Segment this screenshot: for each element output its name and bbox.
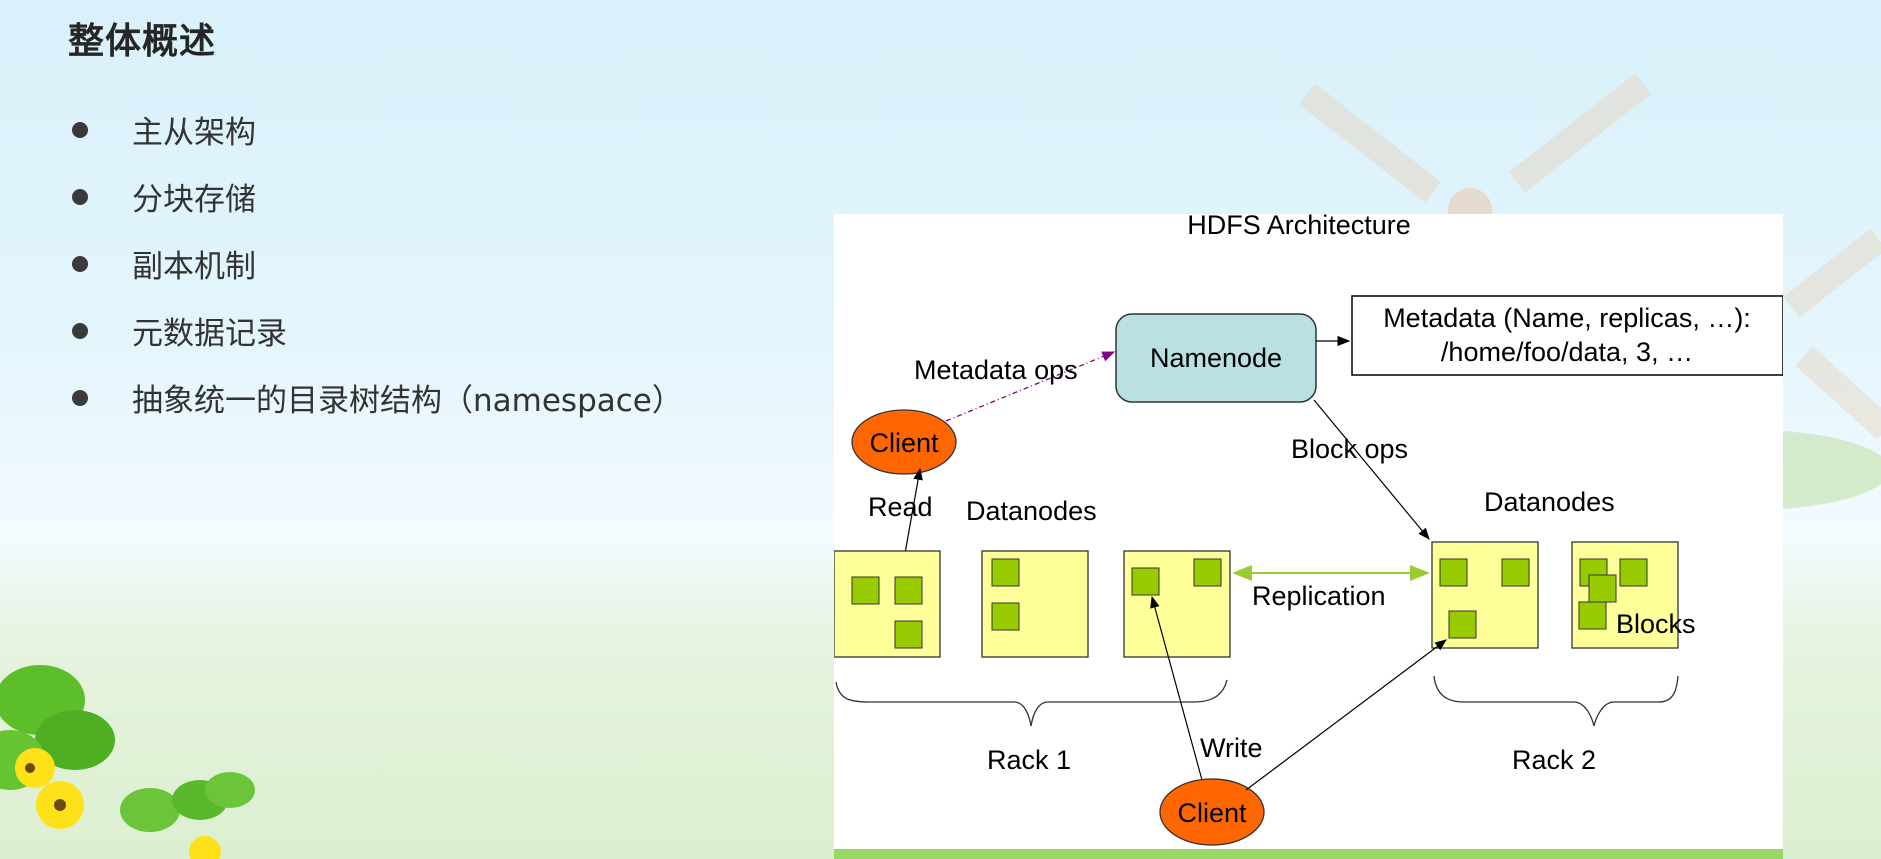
hdfs-architecture-diagram: HDFS Architecture Namenode Metadata (Nam…	[834, 214, 1783, 846]
client-label: Client	[869, 428, 939, 458]
rack1-label: Rack 1	[987, 745, 1071, 775]
block-icon	[1193, 558, 1222, 587]
grass-strip	[834, 849, 1783, 859]
client-node-read	[851, 409, 957, 475]
metadata-box	[1351, 295, 1783, 376]
block-icon	[1619, 558, 1648, 587]
datanode-rack1-3	[1123, 550, 1231, 658]
diagram-title: HDFS Architecture	[1187, 214, 1411, 240]
bullet-dot-icon	[72, 188, 88, 205]
bullet-text: 元数据记录	[132, 316, 287, 352]
block-icon	[991, 602, 1020, 631]
block-icon	[894, 620, 923, 649]
block-ops-label: Block ops	[1291, 434, 1408, 464]
metadata-line1: Metadata (Name, replicas, …):	[1383, 303, 1751, 333]
write-arrow-rack2	[1245, 639, 1447, 791]
bullet-item: 元数据记录	[68, 297, 683, 364]
metadata-ops-label: Metadata ops	[914, 355, 1078, 385]
block-icon	[991, 558, 1020, 587]
rack1-brace	[835, 679, 1228, 727]
block-icon	[1439, 558, 1468, 587]
rack2-label: Rack 2	[1512, 745, 1596, 775]
bullet-dot-icon	[72, 255, 88, 272]
datanode-rack2-2	[1571, 541, 1679, 649]
block-ops-arrow	[1313, 399, 1430, 540]
block-icon	[1448, 610, 1477, 639]
datanodes-left-label: Datanodes	[966, 496, 1097, 526]
write-label: Write	[1200, 733, 1263, 763]
datanode-rack2-1	[1431, 541, 1539, 649]
replication-label: Replication	[1252, 581, 1386, 611]
read-arrow	[903, 467, 923, 560]
bullet-dot-icon	[72, 121, 88, 138]
client-node-write	[1159, 778, 1265, 846]
block-icon	[851, 576, 880, 605]
bullet-dot-icon	[72, 322, 88, 339]
bullet-item: 主从架构	[68, 96, 683, 163]
blocks-label: Blocks	[1616, 609, 1696, 639]
bullet-list: 主从架构 分块存储 副本机制 元数据记录 抽象统一的目录树结构（namespac…	[68, 96, 683, 431]
bullet-text: 分块存储	[132, 182, 256, 218]
block-icon	[1501, 558, 1530, 587]
block-icon	[1578, 601, 1607, 630]
block-icon	[894, 576, 923, 605]
block-icon	[1131, 567, 1160, 596]
rack2-brace	[1433, 675, 1679, 727]
bullet-dot-icon	[72, 389, 88, 406]
slide-title: 整体概述	[68, 21, 217, 62]
bullet-text: 抽象统一的目录树结构（namespace）	[132, 383, 683, 419]
bullet-item: 副本机制	[68, 230, 683, 297]
namenode-box	[1115, 313, 1317, 403]
client-label: Client	[1177, 798, 1247, 828]
datanodes-right-label: Datanodes	[1484, 487, 1615, 517]
read-label: Read	[868, 492, 933, 522]
namenode-label: Namenode	[1150, 343, 1282, 373]
clover-flowers-icon	[0, 665, 255, 859]
bullet-text: 副本机制	[132, 249, 256, 285]
metadata-line2: /home/foo/data, 3, …	[1441, 337, 1693, 367]
bullet-item: 抽象统一的目录树结构（namespace）	[68, 364, 683, 431]
bullet-text: 主从架构	[132, 115, 256, 151]
bullet-item: 分块存储	[68, 163, 683, 230]
datanode-rack1-1	[834, 550, 941, 658]
block-icon	[1588, 574, 1617, 603]
write-arrow-rack1	[1150, 595, 1203, 781]
datanode-rack1-2	[981, 550, 1089, 658]
